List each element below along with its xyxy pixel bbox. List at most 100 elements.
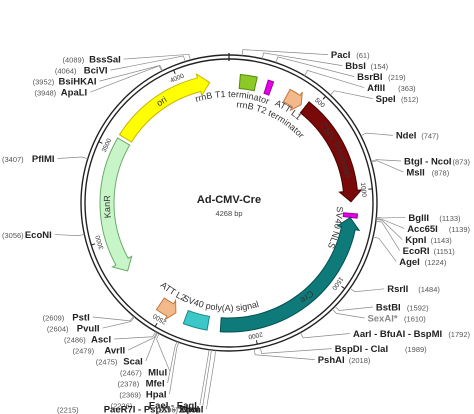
site-position: (219) — [388, 73, 406, 82]
site-leader-line — [360, 132, 393, 137]
plasmid-center-label: Ad-CMV-Cre 4268 bp — [197, 194, 261, 218]
site-bspdi-clai[interactable]: BspDI - ClaI (1989) — [260, 344, 427, 355]
site-aari-bfuai-bspmi[interactable]: AarI - BfuAI - BspMI(1792) — [300, 329, 470, 340]
site-position: (512) — [401, 95, 419, 104]
feature-ori: ori — [118, 72, 211, 143]
site-agei[interactable]: AgeI(1224) — [372, 236, 447, 268]
site-leader-line — [199, 349, 210, 406]
site-leader-line — [114, 331, 156, 340]
feature-label-cmv: CMV Promoter — [318, 121, 353, 180]
site-position: (873) — [452, 157, 470, 166]
site-bsihkai[interactable]: BsiHKAI(3952) — [33, 64, 163, 87]
site-leader-line — [241, 49, 328, 56]
site-name: PacI — [331, 50, 351, 61]
site-name: AgeI — [399, 257, 420, 268]
site-name: AscI — [91, 334, 111, 345]
tick-label: 3000 — [95, 234, 106, 250]
tick-mark — [322, 95, 327, 100]
feature-label-kanr: KanR — [102, 195, 113, 219]
site-bglii[interactable]: BglII(1133) — [376, 213, 461, 224]
feature-shape-cmv — [299, 101, 363, 203]
site-leader-line — [330, 90, 373, 99]
site-apali[interactable]: ApaLI(3948) — [34, 65, 163, 99]
site-paer7i-pspxi-xhoi[interactable]: PaeR7I - PspXI - XhoI(2215) — [57, 349, 212, 414]
site-name: KpnI — [405, 235, 426, 246]
site-bstbi[interactable]: BstBI(1592) — [334, 302, 429, 313]
site-pvuii[interactable]: PvuII(2604) — [47, 316, 135, 334]
site-name: BsrBI — [357, 72, 382, 83]
site-name: MslI — [406, 167, 424, 178]
site-name: Acc65I — [407, 224, 438, 235]
site-bsrbi[interactable]: BsrBI (219) — [275, 56, 406, 83]
site-pflmi[interactable]: PflMI(3407) — [2, 154, 88, 165]
site-leader-line — [376, 219, 403, 240]
site-econi[interactable]: EcoNI(3056) — [2, 230, 85, 241]
site-leader-line — [376, 217, 406, 219]
site-pshai[interactable]: PshAI(2018) — [253, 348, 371, 366]
plasmid-size: 4268 bp — [215, 209, 242, 218]
site-name: BciVI — [84, 65, 108, 76]
site-position: (2018) — [349, 356, 371, 365]
site-spei[interactable]: SpeI(512) — [330, 90, 419, 105]
feature-cmv: CMV Promoter — [299, 101, 363, 203]
site-name: ScaI — [123, 356, 143, 367]
site-leader-line — [99, 64, 163, 82]
site-name: EaeI - EagI — [149, 400, 197, 411]
site-asci[interactable]: AscI (2486) — [64, 331, 156, 346]
feature-shape-ori — [118, 72, 211, 143]
site-mlui[interactable]: MluI(2467) — [120, 333, 171, 379]
site-name: BtgI - NcoI — [404, 156, 452, 167]
tick-mark — [154, 322, 158, 327]
site-sexai[interactable]: SexAI*(1610) — [331, 308, 426, 324]
plasmid-name: Ad-CMV-Cre — [197, 194, 261, 206]
site-eaei-eagi[interactable]: EaeI - EagI(2226) — [111, 349, 210, 412]
tick-mark — [255, 340, 258, 345]
site-name: HpaI — [146, 389, 167, 400]
site-scai[interactable]: ScaI(2475) — [96, 332, 159, 368]
site-paci[interactable]: PacI (61) — [241, 49, 370, 61]
site-hpai[interactable]: HpaI(2369) — [119, 342, 180, 400]
site-leader-line — [375, 220, 400, 251]
site-leader-line — [260, 347, 332, 354]
site-rsrii[interactable]: RsrII(1484) — [349, 284, 440, 295]
site-leader-line — [372, 236, 397, 262]
site-position: (61) — [356, 51, 370, 60]
site-name: BspDI - ClaI — [335, 344, 388, 355]
site-position: (3407) — [2, 155, 24, 164]
site-bsssai[interactable]: BssSaI(4089) — [63, 53, 191, 65]
site-ecori[interactable]: EcoRI(1151) — [375, 220, 455, 257]
site-position: (3056) — [2, 231, 24, 240]
site-leader-line — [376, 218, 405, 229]
feature-shape-rrnbt2 — [263, 79, 275, 96]
site-position: (1989) — [405, 345, 427, 354]
site-name: SexAI* — [367, 313, 397, 324]
site-msli[interactable]: MslI(878) — [371, 160, 450, 179]
restriction-sites-layer: PacI (61)BbsI(154)BsrBI (219)AflII(363)Spe… — [2, 49, 471, 414]
feature-shape-kanr — [99, 137, 133, 272]
site-aflii[interactable]: AflII(363) — [304, 70, 416, 94]
site-bcivi[interactable]: BciVI (4064) — [55, 55, 186, 77]
site-ndei[interactable]: NdeI(747) — [360, 131, 439, 142]
site-name: BpmI — [180, 404, 204, 414]
site-bpmi[interactable]: BpmI(2196) — [156, 350, 216, 414]
site-mfei[interactable]: MfeI(2378) — [118, 341, 178, 390]
tick-mark — [91, 243, 96, 246]
site-position: (3948) — [34, 88, 56, 97]
site-position: (4064) — [55, 66, 77, 75]
site-position: (2486) — [64, 335, 86, 344]
site-leader-line — [331, 308, 365, 319]
site-position: (363) — [398, 84, 416, 93]
site-acc65i[interactable]: Acc65I(1139) — [376, 218, 471, 235]
site-leader-line — [167, 341, 178, 384]
site-btgi-ncoi[interactable]: BtgI - NcoI(873) — [370, 156, 470, 167]
tick-label: 1000 — [359, 182, 367, 197]
site-leader-line — [92, 316, 135, 322]
site-psti[interactable]: PstI(2609) — [43, 312, 135, 323]
site-leader-line — [156, 333, 171, 373]
site-name: NdeI — [396, 131, 417, 142]
site-bbsi[interactable]: BbsI(154) — [261, 52, 389, 72]
site-position: (2604) — [47, 324, 69, 333]
site-avrii[interactable]: AvrII(2479) — [72, 332, 158, 356]
site-kpni[interactable]: KpnI(1143) — [376, 219, 452, 246]
